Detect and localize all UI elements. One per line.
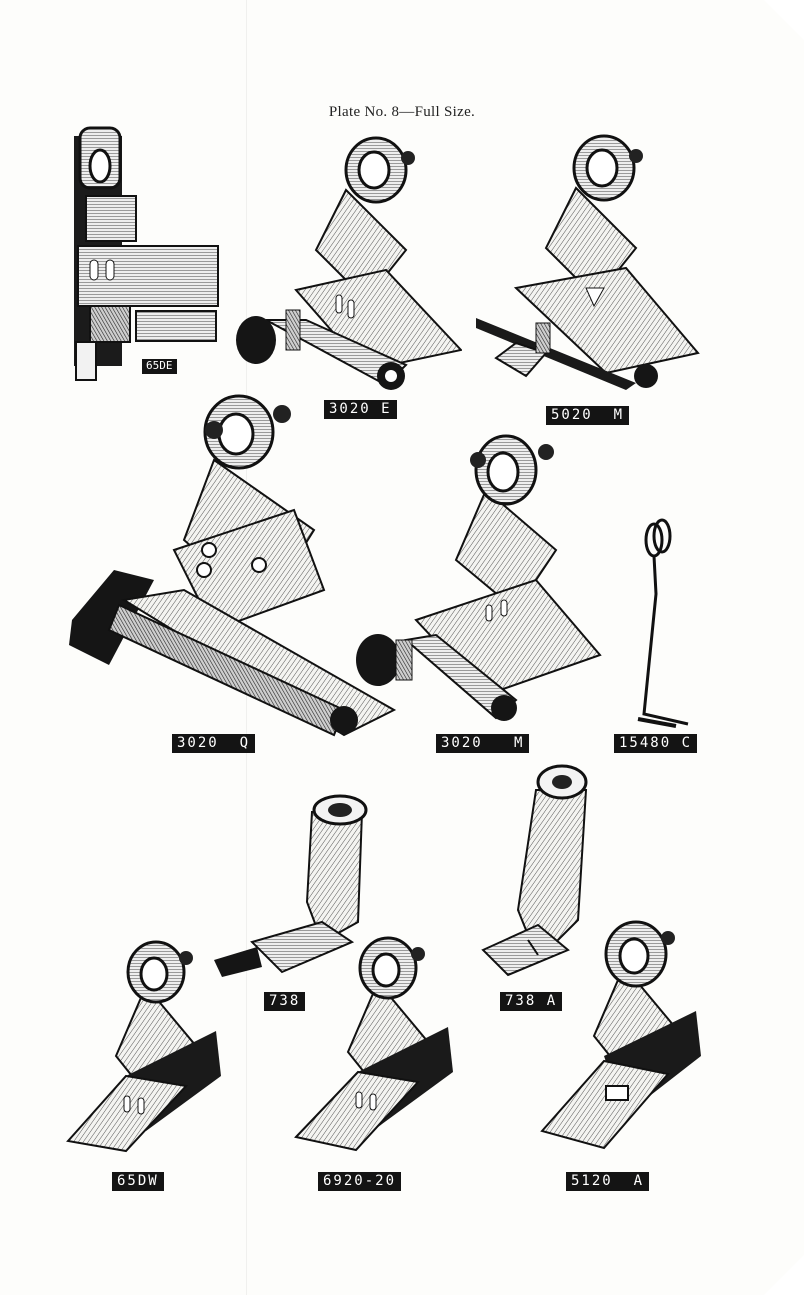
part-number-label: 5020 M	[546, 406, 629, 425]
part-number-label: 3020 Q	[172, 734, 255, 753]
plate-title: Plate No. 8—Full Size.	[0, 104, 804, 121]
part-number-label: 65DE	[142, 359, 177, 374]
part-number-label: 5120 A	[566, 1172, 649, 1191]
presser-foot-illustration	[294, 932, 456, 1158]
presser-foot-illustration	[540, 916, 704, 1156]
presser-foot-illustration	[356, 430, 602, 722]
presser-foot-illustration	[236, 130, 462, 394]
part-number-label: 65DW	[112, 1172, 164, 1191]
part-number-label: 15480 C	[614, 734, 697, 753]
presser-foot-illustration	[476, 128, 700, 396]
presser-foot-illustration	[66, 126, 226, 386]
part-number-label: 6920-20	[318, 1172, 401, 1191]
page-corner	[764, 0, 804, 40]
part-number-label: 3020 M	[436, 734, 529, 753]
wire-guide-illustration	[626, 514, 696, 734]
presser-foot-illustration	[64, 390, 400, 740]
page-corner	[764, 1255, 804, 1295]
presser-foot-illustration	[66, 936, 224, 1158]
